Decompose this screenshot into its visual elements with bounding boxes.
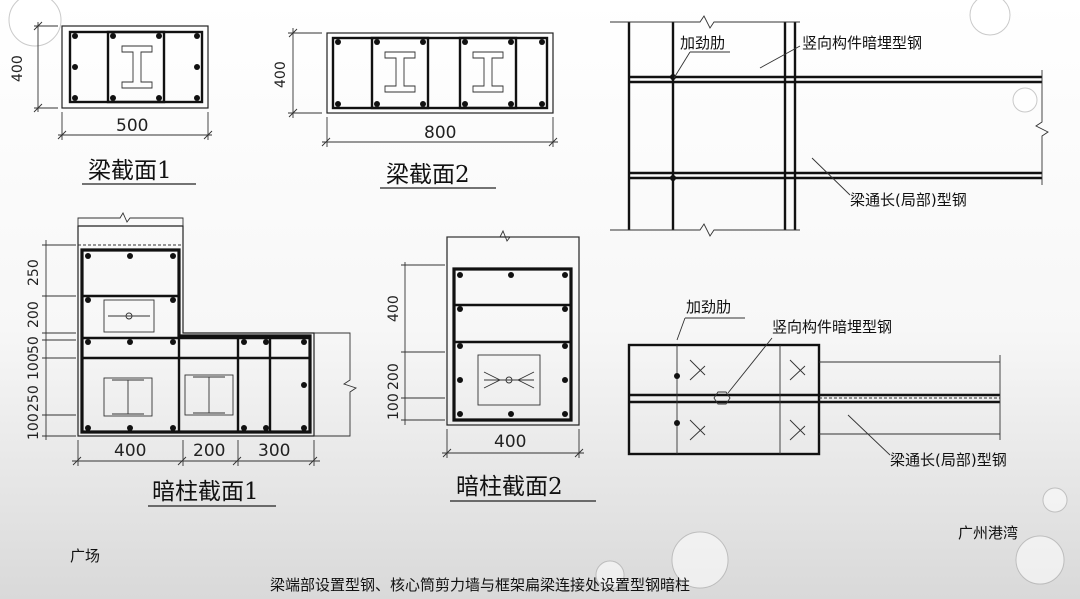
col1-dim-w1: 400: [114, 441, 146, 461]
col1-dim-w3: 300: [258, 441, 290, 461]
footer-right-note: 广州港湾: [958, 524, 1018, 542]
beam1-title: 梁截面1: [88, 158, 172, 184]
decorative-droplets: [8, 0, 1068, 590]
col2-title: 暗柱截面2: [456, 474, 563, 500]
beam2-width-dim: 800: [424, 123, 456, 143]
footer-left-note: 广场: [70, 547, 100, 565]
beam-section-1: [33, 21, 213, 140]
col1-dim-h3: 50: [26, 336, 42, 354]
col1-dim-h4: 100: [26, 353, 42, 380]
elevation-bottom: [627, 317, 1001, 456]
beam2-title: 梁截面2: [386, 162, 470, 188]
col1-dim-w2: 200: [193, 441, 225, 461]
beam-section-2: [288, 28, 558, 147]
beam-steel-label-bottom: 梁通长(局部)型钢: [890, 451, 1007, 469]
beam-steel-label-top: 梁通长(局部)型钢: [850, 191, 967, 209]
embedded-steel-label-top: 竖向构件暗埋型钢: [802, 34, 922, 52]
beam1-height-dim: 400: [10, 55, 26, 82]
col1-dim-h1: 250: [26, 259, 42, 286]
col2-dim-h1: 400: [386, 295, 402, 322]
embedded-steel-label-bottom: 竖向构件暗埋型钢: [772, 318, 892, 336]
column-section-1: [42, 212, 358, 466]
stiffener-label-top: 加劲肋: [680, 34, 725, 52]
col2-width-dim: 400: [494, 432, 526, 452]
footer-caption: 梁端部设置型钢、核心筒剪力墙与框架扁梁连接处设置型钢暗柱: [270, 576, 690, 594]
column-section-2: [401, 229, 584, 458]
col1-title: 暗柱截面1: [152, 479, 259, 505]
col2-dim-h3: 100: [386, 393, 402, 420]
col1-dim-h6: 100: [26, 413, 42, 440]
col1-dim-h2: 200: [26, 301, 42, 328]
beam1-width-dim: 500: [116, 116, 148, 136]
beam2-height-dim: 400: [273, 61, 289, 88]
col1-dim-h5: 250: [26, 385, 42, 412]
elevation-top: [610, 15, 1049, 237]
stiffener-label-bottom: 加劲肋: [686, 298, 731, 316]
col2-dim-h2: 200: [386, 363, 402, 390]
